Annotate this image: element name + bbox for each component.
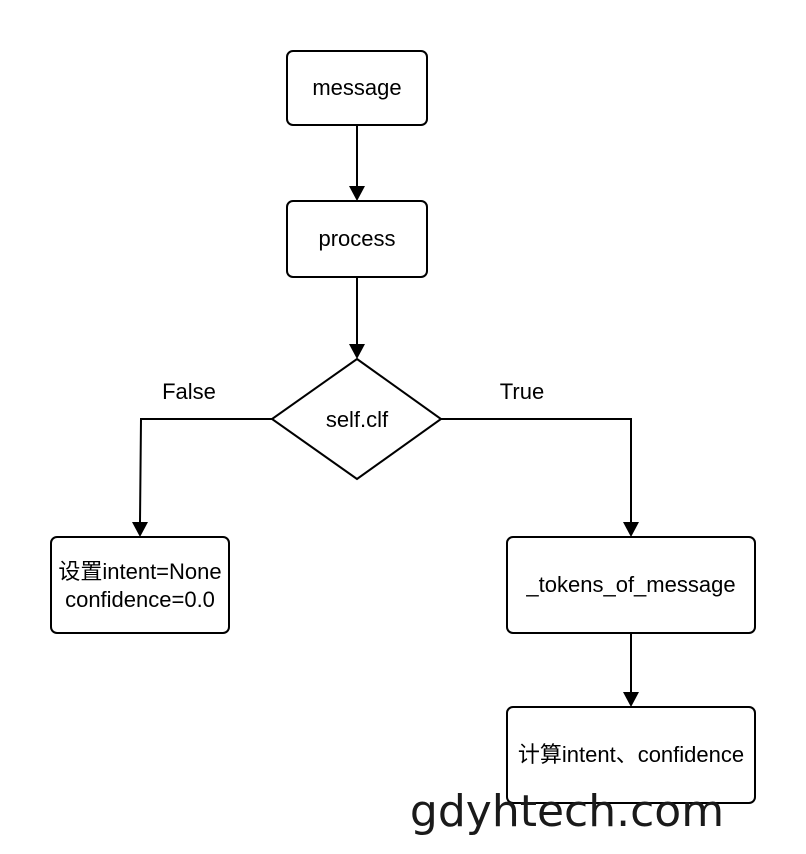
arrowhead-process-to-decision [349,344,365,359]
arrowhead-message-to-process [349,186,365,201]
arrowhead-tokens-to-compute [623,692,639,707]
edge-label-true: True [500,379,544,404]
edge-label-false: False [162,379,216,404]
nodes: message process self.clf 设置intent=None c… [50,50,756,804]
node-false-result-line2: confidence=0.0 [65,587,215,612]
node-message-label: message [312,75,401,100]
node-message: message [286,50,428,126]
node-compute-label: 计算intent、confidence [518,742,744,767]
node-tokens-of-message-label: _tokens_of_message [525,572,735,597]
edge-decision-false [139,418,272,523]
node-decision-label: self.clf [326,407,389,432]
node-process-label: process [318,226,395,251]
watermark-text: gdyhtech.com [410,786,724,837]
node-decision: self.clf [270,357,443,481]
node-compute: 计算intent、confidence [506,706,756,804]
node-false-result-line1: 设置intent=None [58,559,221,584]
edge-decision-true [441,418,632,522]
edges [132,125,639,707]
node-tokens-of-message: _tokens_of_message [506,536,756,634]
arrowhead-decision-true [623,522,639,537]
arrowhead-decision-false [132,522,148,537]
node-process: process [286,200,428,278]
node-false-result: 设置intent=None confidence=0.0 [50,536,230,634]
